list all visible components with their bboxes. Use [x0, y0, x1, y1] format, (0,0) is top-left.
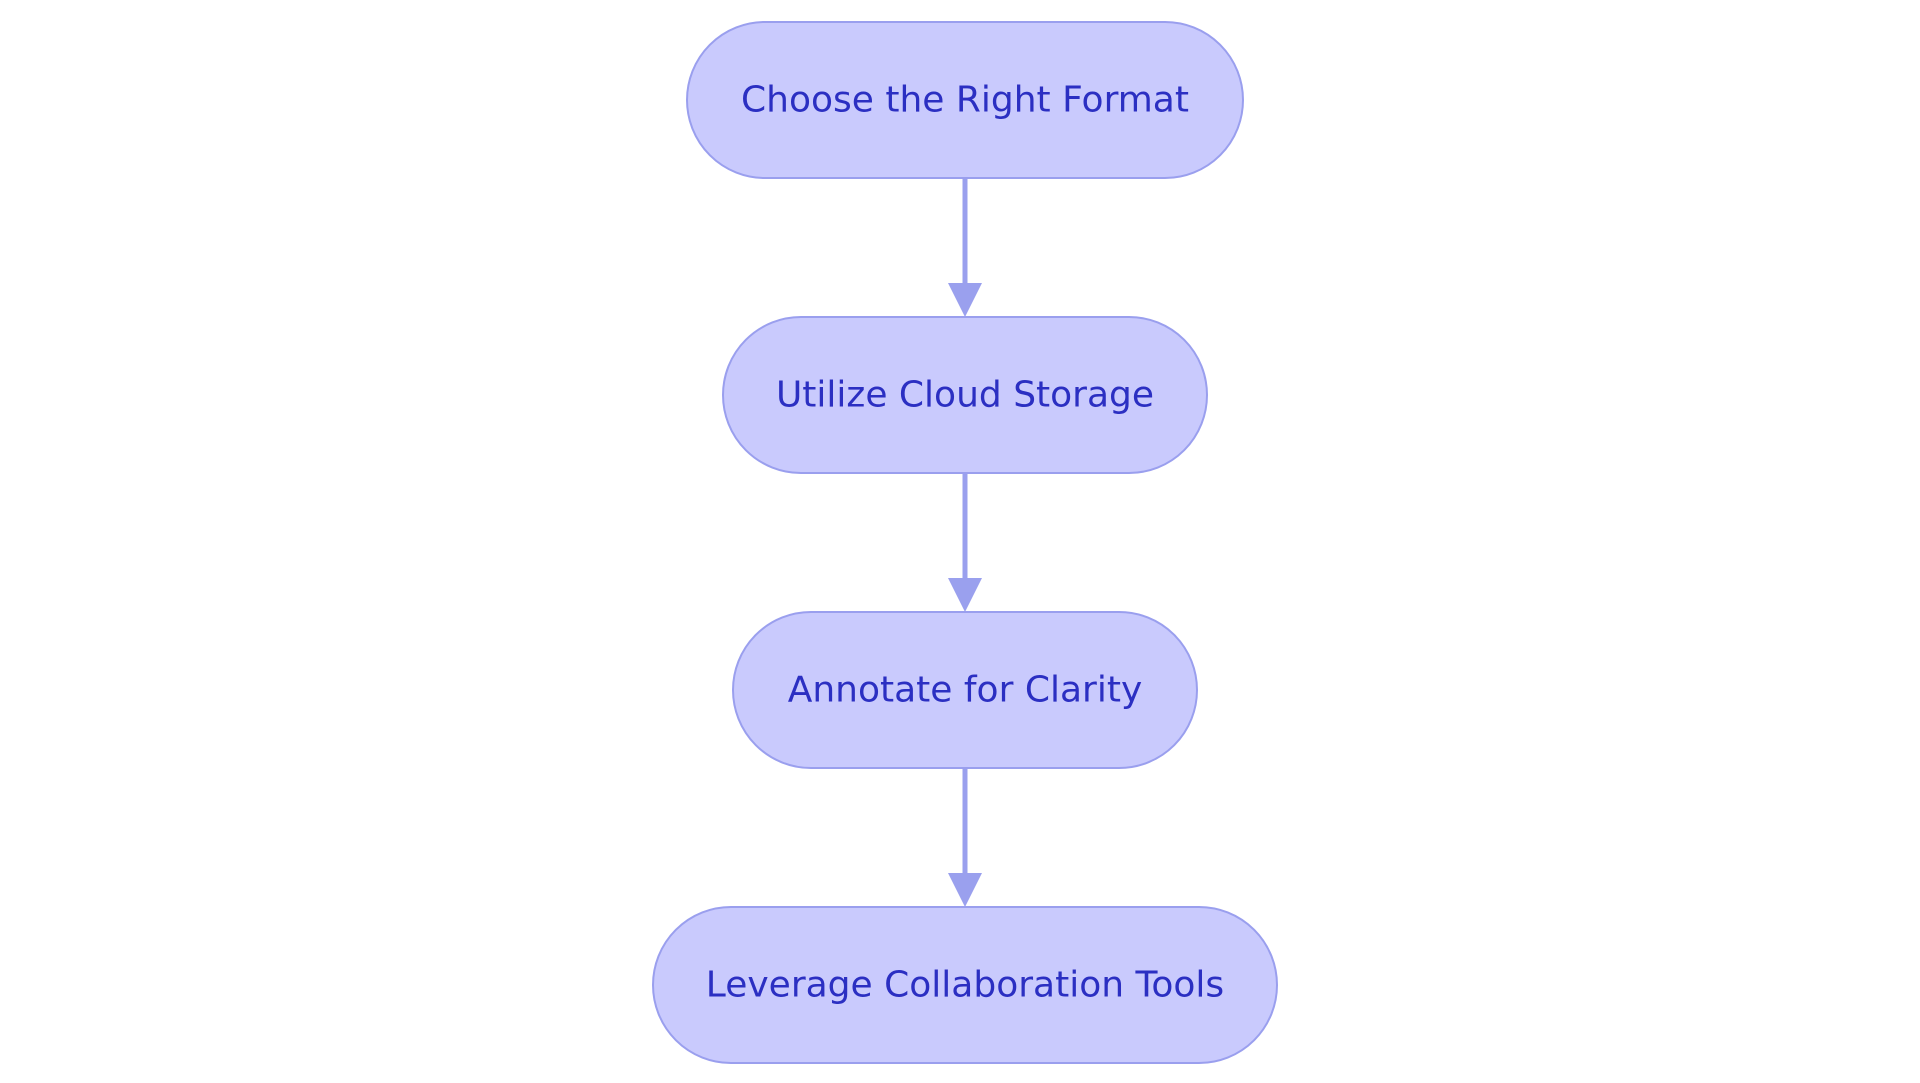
flow-node-1: Choose the Right Format [686, 21, 1244, 179]
flow-edge-1 [948, 178, 982, 317]
flow-node-shape [686, 21, 1244, 179]
flow-node-3: Annotate for Clarity [732, 611, 1198, 769]
flow-node-shape [652, 906, 1278, 1064]
flow-node-shape [732, 611, 1198, 769]
arrow-down-icon [948, 578, 982, 612]
edges-layer [948, 178, 982, 907]
flow-edge-2 [948, 473, 982, 612]
flow-node-label: Utilize Cloud Storage [776, 375, 1154, 416]
flow-node-4: Leverage Collaboration Tools [652, 906, 1278, 1064]
flow-node-label: Choose the Right Format [741, 80, 1189, 121]
arrow-down-icon [948, 283, 982, 317]
flow-node-shape [722, 316, 1208, 474]
flow-node-label: Leverage Collaboration Tools [706, 965, 1224, 1006]
flow-node-label: Annotate for Clarity [788, 670, 1143, 711]
arrow-down-icon [948, 873, 982, 907]
flow-edge-3 [948, 768, 982, 907]
flow-node-2: Utilize Cloud Storage [722, 316, 1208, 474]
